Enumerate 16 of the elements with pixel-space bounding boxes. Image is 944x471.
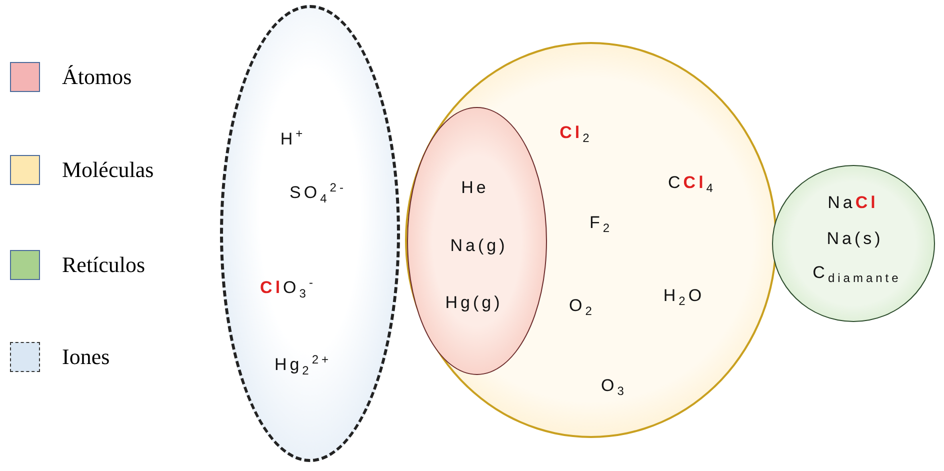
formula-label: O$_{3}$ bbox=[601, 376, 627, 398]
formula-label: C$_{diamante}$ bbox=[812, 262, 902, 286]
formula-label: Na(s) bbox=[826, 229, 884, 249]
formula-label: F$_{2}$ bbox=[589, 212, 613, 236]
formula-label: He bbox=[461, 178, 489, 198]
formula-label: H$_{2}$O bbox=[663, 286, 705, 308]
formula-label: Na(g) bbox=[450, 236, 508, 256]
legend-label: Moléculas bbox=[62, 157, 154, 183]
legend-label: Iones bbox=[62, 344, 110, 370]
formula-label: NaCl bbox=[828, 193, 878, 213]
formula-label: Hg(g) bbox=[445, 293, 503, 313]
formula-label: H$^{+}$ bbox=[280, 126, 306, 150]
formula-label: O$_{2}$ bbox=[569, 296, 595, 318]
legend-label: Retículos bbox=[62, 252, 146, 278]
formula-label: Cl$_{2}$ bbox=[560, 122, 592, 146]
legend-label: Átomos bbox=[62, 64, 132, 90]
